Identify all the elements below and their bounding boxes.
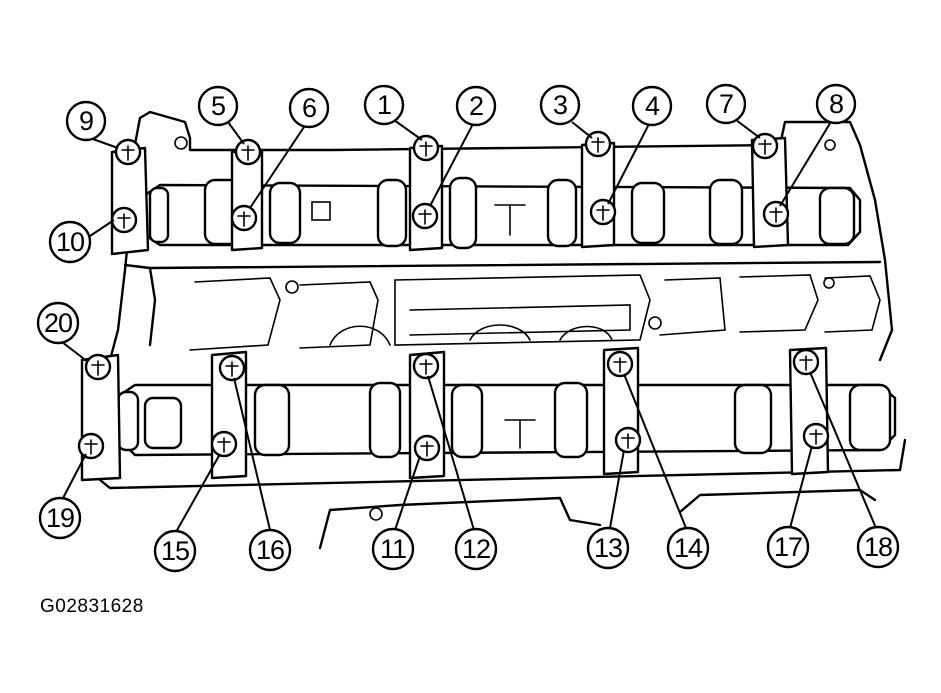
callout-9-label: 9 [79,106,93,136]
bolt-head [802,422,830,450]
bolt-head [412,352,440,380]
bolt-head [413,434,441,462]
bolt-head [614,426,642,454]
callout-9: 9 [65,100,107,142]
bolt-heads [77,130,830,462]
callout-19-label: 19 [46,503,74,533]
callout-20: 20 [36,301,80,345]
callouts: 1 2 3 4 5 6 7 8 9 10 11 12 13 14 15 16 1… [36,83,900,573]
bolt-head [412,134,440,162]
bolt-head [230,204,258,232]
bolt-head [218,354,246,382]
callout-7-label: 7 [719,89,733,119]
bolt-head [234,138,262,166]
callout-4: 4 [631,85,673,127]
callout-8: 8 [815,83,857,125]
upper-camshaft [143,176,862,250]
callout-14: 14 [666,526,710,570]
callout-4-label: 4 [645,91,660,121]
callout-18: 18 [856,525,900,569]
cylinder-head-outline [98,110,907,550]
bolt-head [411,202,439,230]
callout-1-label: 1 [377,90,391,120]
callout-12-label: 12 [462,534,490,564]
bolt-head [762,200,790,228]
callout-16-label: 16 [256,535,284,565]
callout-19: 19 [38,496,82,540]
callout-8-label: 8 [829,89,843,119]
bolt-head [589,198,617,226]
bolt-head [110,206,138,234]
callout-16: 16 [248,528,292,572]
bolt-head [210,430,238,458]
callout-17-label: 17 [774,532,802,562]
callout-2-label: 2 [469,91,483,121]
callout-6-label: 6 [302,93,316,123]
callout-10-label: 10 [56,227,84,257]
callout-2: 2 [455,85,497,127]
callout-15-label: 15 [161,536,189,566]
callout-1: 1 [363,84,405,126]
figure-code: G02831628 [40,596,144,617]
bolt-head [751,132,779,160]
callout-20-label: 20 [44,308,72,338]
callout-12: 12 [454,527,498,571]
callout-13-label: 13 [594,533,622,563]
callout-13: 13 [586,526,630,570]
bolt-head [606,350,634,378]
bolt-head [84,353,112,381]
callout-14-label: 14 [674,533,703,563]
bolt-head [114,138,142,166]
callout-5-label: 5 [211,91,225,121]
callout-5: 5 [197,85,239,127]
callout-17: 17 [766,525,810,569]
callout-18-label: 18 [864,532,892,562]
bolt-head [792,348,820,376]
callout-7: 7 [705,83,747,125]
callout-3-label: 3 [553,90,567,120]
callout-10: 10 [48,220,92,264]
callout-11: 11 [371,527,415,571]
callout-6: 6 [288,87,330,129]
callout-15: 15 [153,529,197,573]
leader-lines [61,119,877,533]
callout-11-label: 11 [380,534,406,564]
lower-camshaft [116,381,897,459]
callout-3: 3 [539,84,581,126]
bolt-head [77,432,105,460]
